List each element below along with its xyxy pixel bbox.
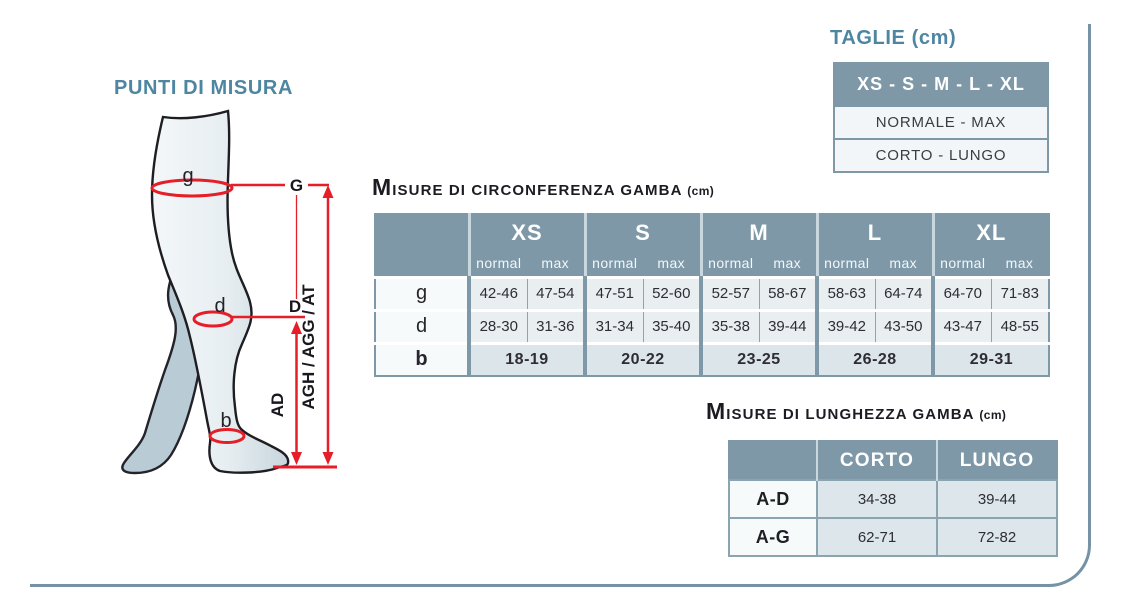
g-circumference-ellipse	[150, 178, 234, 198]
value-cell: 52-60	[642, 275, 701, 310]
value-cell: 58-67	[758, 275, 817, 310]
value-cell: 47-51	[583, 275, 643, 310]
value-cell: 18-19	[467, 341, 585, 376]
value-cell: 52-57	[699, 275, 759, 310]
row-label-b: b	[375, 341, 469, 376]
sub-header-normal: normal	[467, 250, 527, 277]
length-table-title: Misure di lunghezza gamba (cm)	[706, 398, 1007, 424]
sub-header-normal: normal	[931, 250, 991, 277]
length-header-lungo: LUNGO	[936, 441, 1057, 480]
taglie-row-normale-max: NORMALE - MAX	[835, 105, 1047, 138]
value-cell: 31-36	[526, 308, 585, 343]
length-arrowhead-down	[322, 452, 334, 465]
size-header-s: S	[583, 214, 701, 250]
value-cell: 58-63	[815, 275, 875, 310]
value-cell: 62-71	[816, 517, 938, 557]
ad-arrowhead-up	[291, 321, 302, 334]
circumference-row-b: b 18-19 20-22 23-25 26-28 29-31	[375, 341, 1049, 376]
taglie-title: TAGLIE (cm)	[830, 27, 957, 49]
ad-length-label: AD	[268, 393, 287, 418]
value-cell: 39-44	[936, 479, 1058, 519]
value-cell: 43-50	[874, 308, 933, 343]
corner-cell	[375, 214, 469, 277]
sub-header-normal: normal	[583, 250, 643, 277]
value-cell: 47-54	[526, 275, 585, 310]
taglie-table: XS - S - M - L - XL NORMALE - MAX CORTO …	[833, 62, 1049, 173]
circumference-row-g: g 42-46 47-54 47-51 52-60 52-57 58-67 58…	[375, 275, 1049, 310]
row-label-a-d: A-D	[728, 479, 818, 519]
length-table: CORTO LUNGO A-D 34-38 39-44 A-G 62-71 72…	[728, 440, 1058, 557]
value-cell: 48-55	[990, 308, 1049, 343]
value-cell: 64-74	[874, 275, 933, 310]
ad-arrowhead-down	[291, 452, 302, 465]
sub-header-max: max	[759, 250, 817, 277]
value-cell: 31-34	[583, 308, 643, 343]
value-cell: 35-40	[642, 308, 701, 343]
value-cell: 20-22	[583, 341, 701, 376]
sub-header-max: max	[643, 250, 701, 277]
sub-header-max: max	[991, 250, 1049, 277]
size-header-xs: XS	[467, 214, 585, 250]
value-cell: 35-38	[699, 308, 759, 343]
value-cell: 39-44	[758, 308, 817, 343]
page-border	[30, 24, 1091, 587]
g-label: g	[182, 165, 193, 187]
G-point-label: G	[290, 176, 303, 195]
length-row-ag: A-G 62-71 72-82	[728, 517, 1058, 557]
value-cell: 23-25	[699, 341, 817, 376]
length-row-ad: A-D 34-38 39-44	[728, 479, 1058, 519]
circumference-row-d: d 28-30 31-36 31-34 35-40 35-38 39-44 39…	[375, 308, 1049, 343]
circumference-table: XS S M L XL normal max normal max normal…	[374, 213, 1050, 377]
d-circumference-ellipse	[192, 310, 234, 328]
value-cell: 42-46	[467, 275, 527, 310]
taglie-row-corto-lungo: CORTO - LUNGO	[835, 138, 1047, 171]
sub-header-max: max	[527, 250, 585, 277]
sub-header-max: max	[875, 250, 933, 277]
value-cell: 71-83	[990, 275, 1049, 310]
circumference-table-title: Misure di circonferenza gamba (cm)	[372, 174, 715, 200]
row-label-a-g: A-G	[728, 517, 818, 557]
punti-di-misura-title: PUNTI DI MISURA	[114, 77, 293, 99]
value-cell: 26-28	[815, 341, 933, 376]
length-arrowhead-up	[322, 185, 334, 198]
agh-agg-at-length-label: AGH / AGG / AT	[299, 284, 318, 410]
sub-header-normal: normal	[699, 250, 759, 277]
value-cell: 43-47	[931, 308, 991, 343]
value-cell: 39-42	[815, 308, 875, 343]
value-cell: 29-31	[931, 341, 1049, 376]
D-point-label: D	[289, 297, 301, 316]
size-header-xl: XL	[931, 214, 1049, 250]
value-cell: 64-70	[931, 275, 991, 310]
sub-header-normal: normal	[815, 250, 875, 277]
length-header-corto: CORTO	[816, 441, 937, 480]
size-header-m: M	[699, 214, 817, 250]
row-label-d: d	[375, 308, 469, 343]
leg-illustration: g d b G D AD AGH / AGG / AT	[121, 109, 337, 475]
value-cell: 72-82	[936, 517, 1058, 557]
size-header-l: L	[815, 214, 933, 250]
row-label-g: g	[375, 275, 469, 310]
length-corner-cell	[729, 441, 817, 480]
b-circumference-ellipse	[208, 428, 246, 444]
value-cell: 28-30	[467, 308, 527, 343]
b-label: b	[220, 410, 231, 432]
front-leg-shape	[150, 109, 290, 474]
taglie-sizes-header: XS - S - M - L - XL	[835, 64, 1047, 105]
d-label: d	[214, 295, 225, 317]
value-cell: 34-38	[816, 479, 938, 519]
